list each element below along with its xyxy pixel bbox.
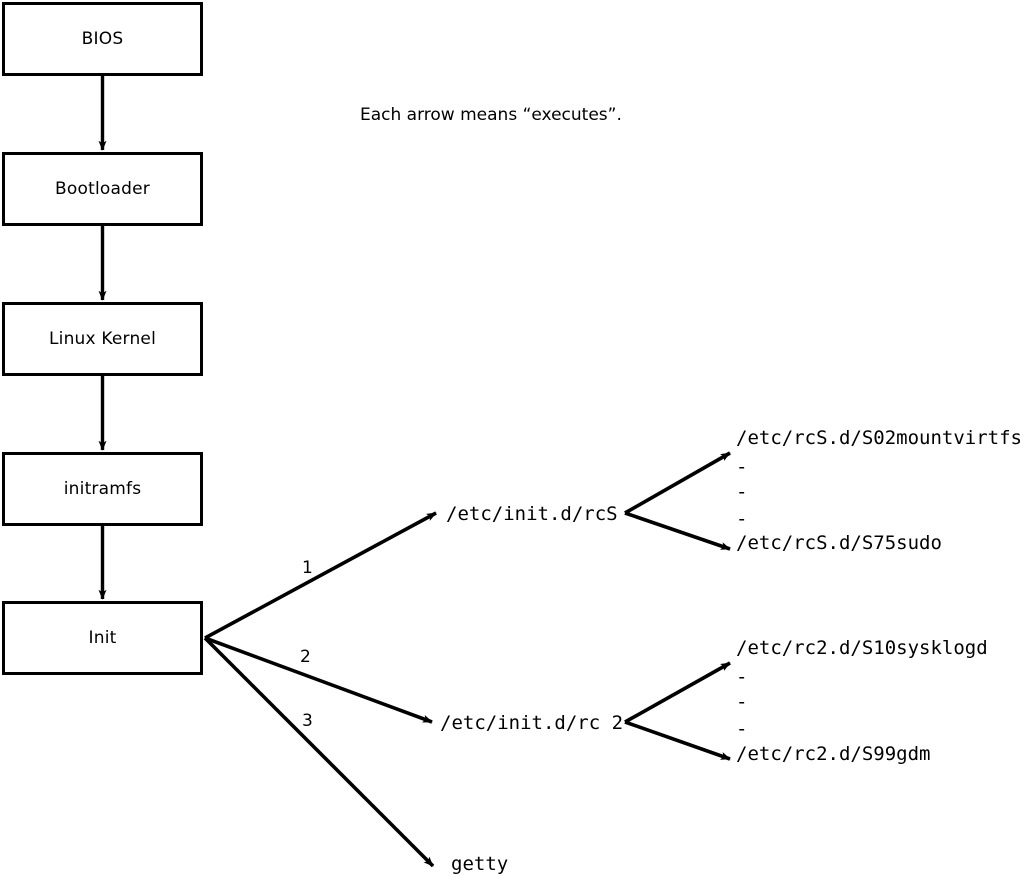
arrow-rcS-to-first-script	[624, 451, 731, 515]
edge-label-1: 1	[302, 558, 313, 578]
rcS-fanout-arrows	[624, 451, 731, 551]
arrow-init-to-rc2	[204, 636, 433, 724]
rcS-ellipsis-dash-1: -	[736, 456, 748, 478]
node-rcS-script-label[interactable]: /etc/init.d/rcS	[446, 503, 618, 525]
arrow-rc2-to-first-script	[624, 661, 731, 724]
arrow-init-to-getty	[203, 636, 435, 868]
arrow-rcS-to-last-script	[624, 511, 731, 551]
rcS-ellipsis-dash-3: -	[736, 508, 748, 530]
node-getty-label[interactable]: getty	[451, 853, 509, 875]
node-linux-kernel[interactable]: Linux Kernel	[2, 302, 203, 376]
node-initramfs[interactable]: initramfs	[2, 452, 203, 526]
node-init-label: Init	[88, 628, 117, 648]
node-bios[interactable]: BIOS	[2, 2, 203, 76]
edge-label-3: 3	[302, 711, 313, 731]
rc2-last-script[interactable]: /etc/rc2.d/S99gdm	[736, 743, 931, 765]
node-bootloader[interactable]: Bootloader	[2, 152, 203, 226]
node-rc2-script-label[interactable]: /etc/init.d/rc 2	[440, 712, 624, 734]
rcS-first-script[interactable]: /etc/rcS.d/S02mountvirtfs	[736, 427, 1022, 449]
rcS-ellipsis-dash-2: -	[736, 481, 748, 503]
init-fanout-arrows	[203, 511, 437, 868]
node-linux-kernel-label: Linux Kernel	[48, 329, 156, 349]
rc2-ellipsis-dash-3: -	[736, 718, 748, 740]
arrow-init-to-rcS	[204, 511, 437, 640]
arrow-rc2-to-last-script	[624, 720, 731, 761]
edge-label-2: 2	[300, 647, 311, 667]
rc2-fanout-arrows	[624, 661, 731, 761]
node-bios-label: BIOS	[81, 29, 124, 49]
rc2-first-script[interactable]: /etc/rc2.d/S10sysklogd	[736, 637, 988, 659]
legend-note: Each arrow means “executes”.	[360, 105, 622, 125]
node-bootloader-label: Bootloader	[55, 179, 150, 199]
rcS-last-script[interactable]: /etc/rcS.d/S75sudo	[736, 532, 942, 554]
node-init[interactable]: Init	[2, 601, 203, 675]
node-initramfs-label: initramfs	[63, 479, 142, 499]
rc2-ellipsis-dash-1: -	[736, 666, 748, 688]
rc2-ellipsis-dash-2: -	[736, 691, 748, 713]
